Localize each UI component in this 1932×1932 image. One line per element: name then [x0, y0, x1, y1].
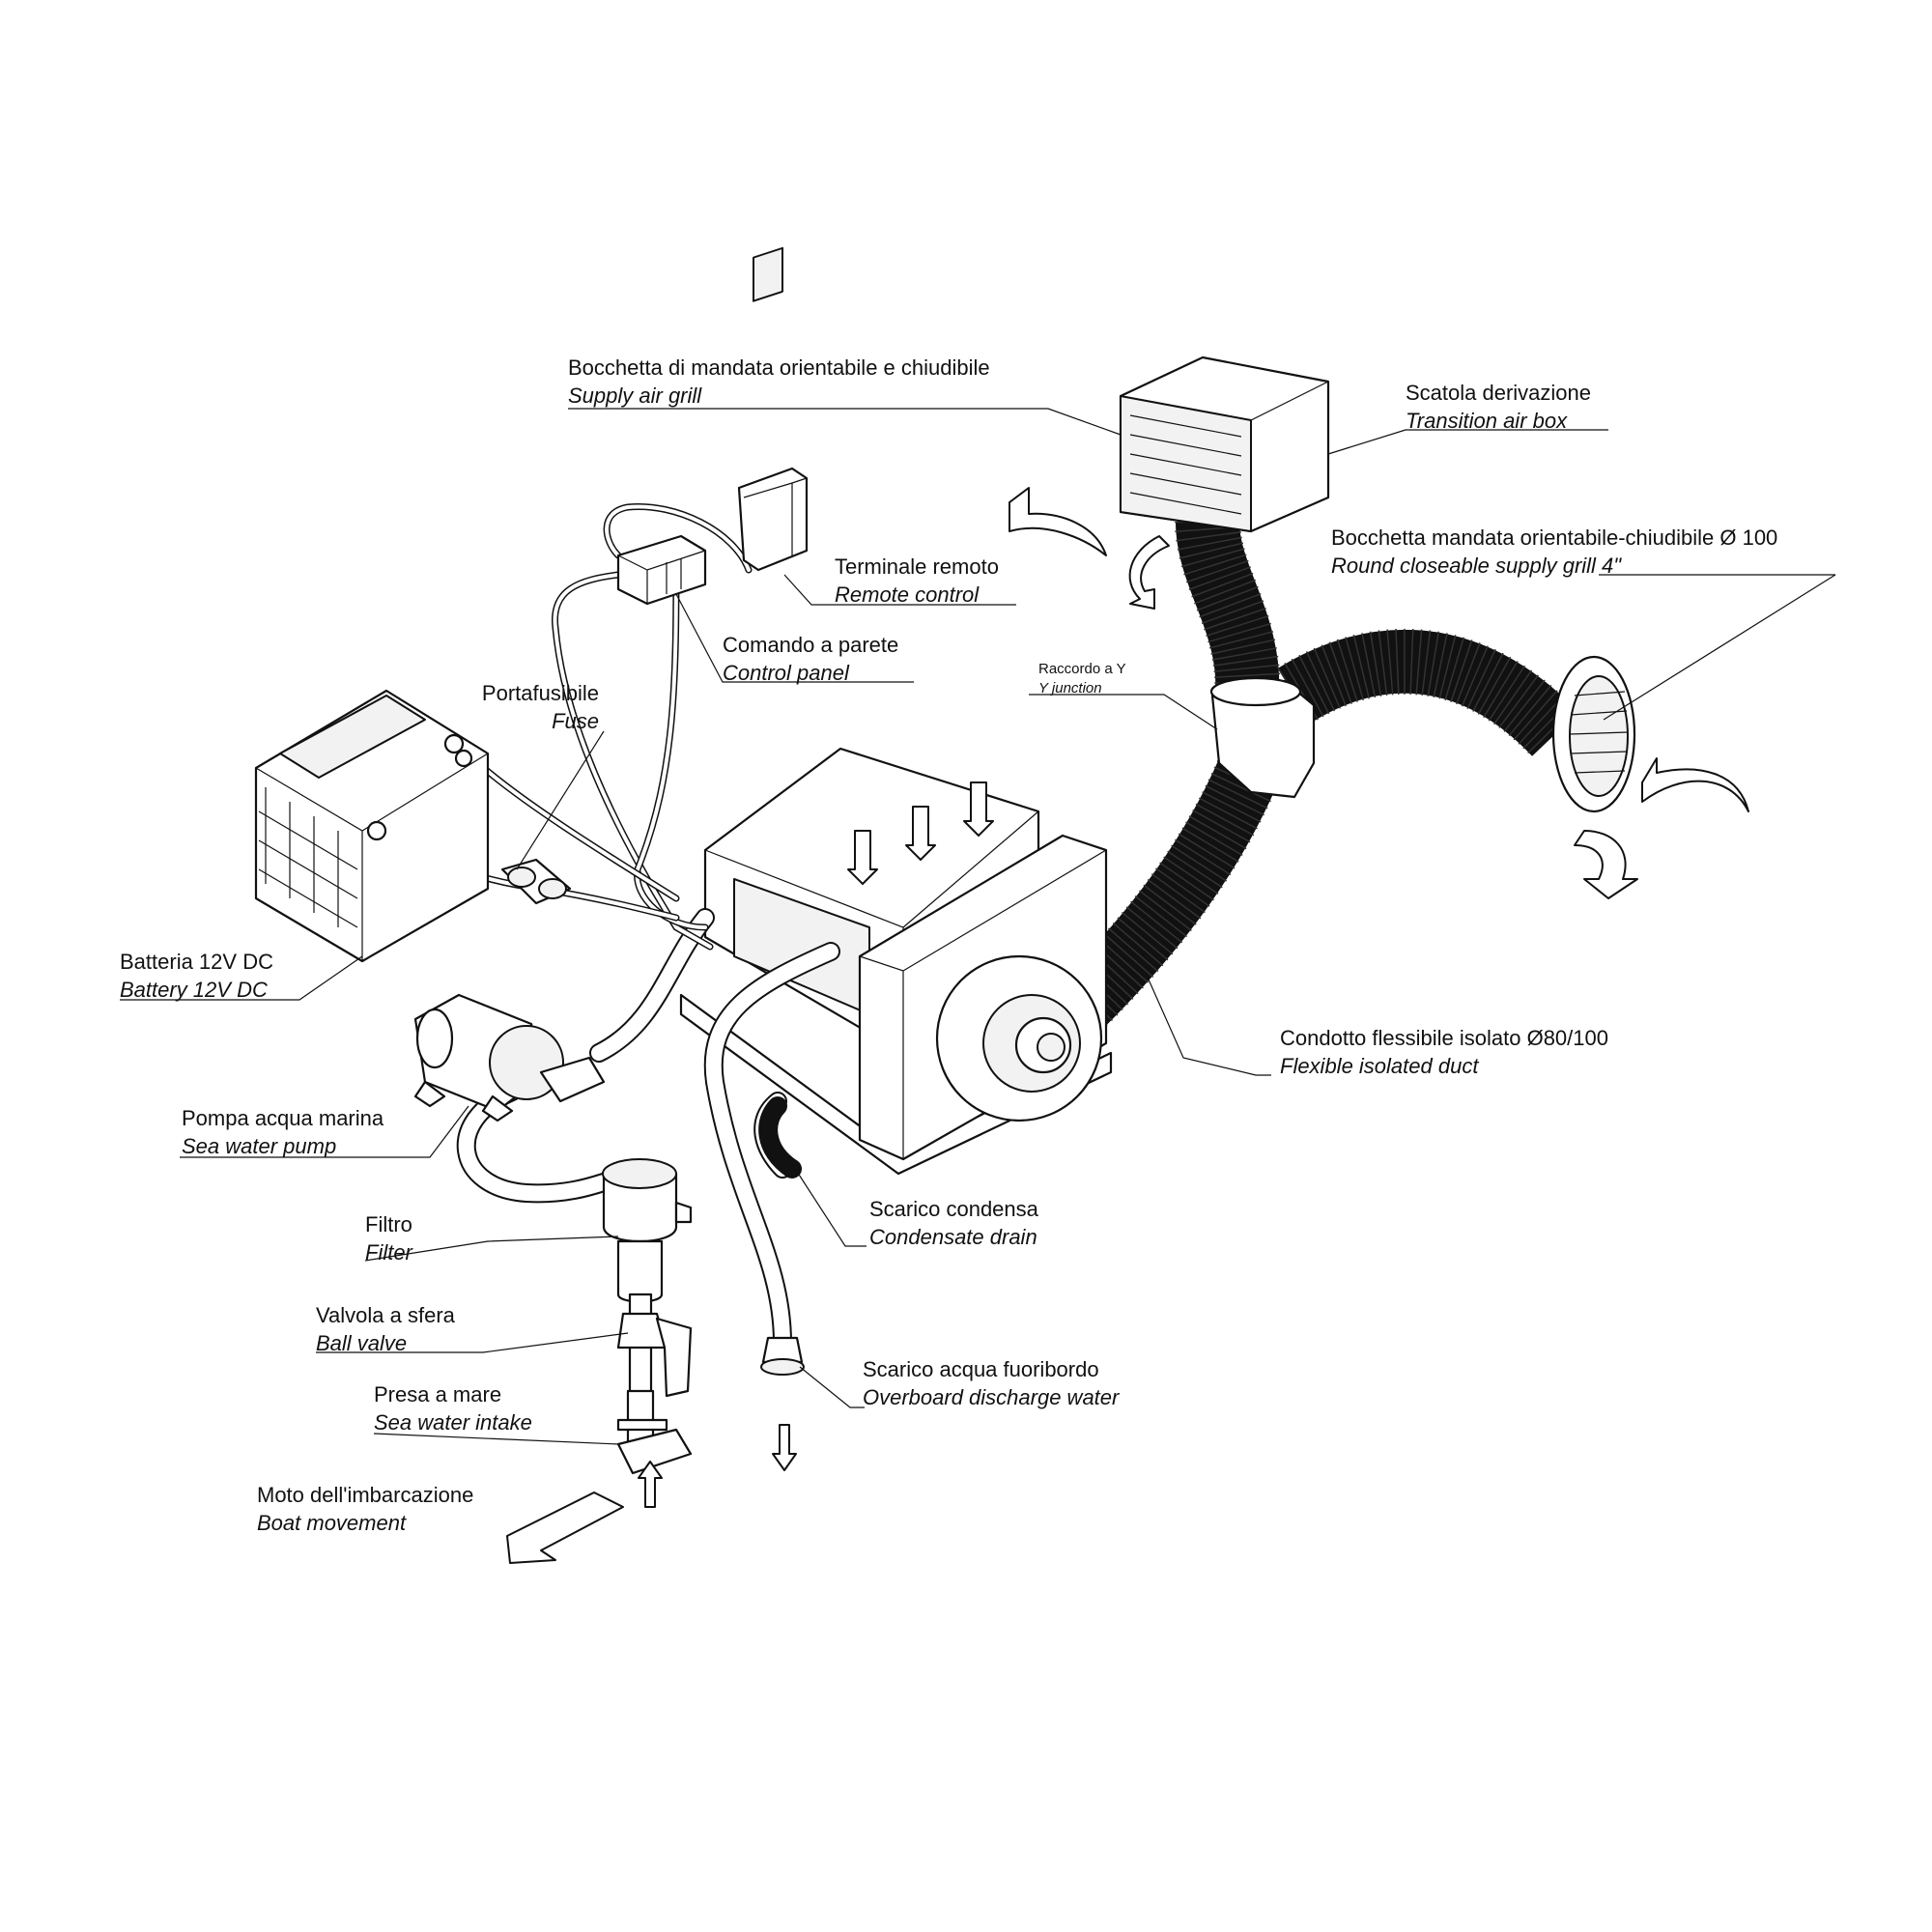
sea-water-pump — [413, 993, 606, 1122]
label-battery: Batteria 12V DC Battery 12V DC — [120, 950, 273, 1002]
leader-lines — [120, 408, 1836, 1445]
ball-valve — [616, 1293, 693, 1403]
label-supply-air-grill: Bocchetta di mandata orientabile e chiud… — [568, 355, 990, 408]
round-supply-grill — [1551, 655, 1636, 813]
water-filter — [602, 1158, 693, 1303]
battery-12v — [254, 689, 490, 963]
label-sea-water-pump: Pompa acqua marina Sea water pump — [182, 1106, 384, 1158]
label-flexible-duct: Condotto flessibile isolato Ø80/100 Flex… — [1280, 1026, 1608, 1078]
overboard-discharge-fitting — [760, 1336, 805, 1376]
label-fuse: Portafusibile Fuse — [481, 681, 599, 733]
label-round-supply-grill: Bocchetta mandata orientabile-chiudibile… — [1331, 526, 1778, 578]
label-sea-water-intake: Presa a mare Sea water intake — [374, 1382, 532, 1435]
transition-air-box — [1119, 355, 1330, 533]
label-filter: Filtro Filter — [365, 1212, 412, 1264]
fuse-holder — [500, 858, 572, 905]
label-overboard-discharge: Scarico acqua fuoribordo Overboard disch… — [863, 1357, 1120, 1409]
control-panel-unit — [616, 534, 707, 606]
label-remote-control: Terminale remoto Remote control — [835, 554, 999, 607]
y-junction — [1209, 676, 1316, 799]
air-flow-arrows — [1009, 487, 1749, 899]
label-y-junction: Raccordo a Y Y junction — [1038, 661, 1126, 696]
label-control-panel: Comando a parete Control panel — [723, 633, 899, 685]
label-boat-movement: Moto dell'imbarcazione Boat movement — [257, 1483, 474, 1535]
flexible-isolated-duct — [1021, 520, 1579, 1064]
sea-water-intake — [616, 1389, 693, 1475]
label-condensate-drain: Scarico condensa Condensate drain — [869, 1197, 1038, 1249]
label-ball-valve: Valvola a sfera Ball valve — [316, 1303, 455, 1355]
remote-control-unit — [737, 246, 809, 572]
boat-movement-arrow — [506, 1492, 624, 1564]
water-flow-arrows — [638, 1424, 797, 1508]
supply-grill-louvers — [1129, 414, 1242, 515]
air-conditioning-unit — [679, 747, 1113, 1176]
label-transition-air-box: Scatola derivazione Transition air box — [1406, 381, 1592, 433]
